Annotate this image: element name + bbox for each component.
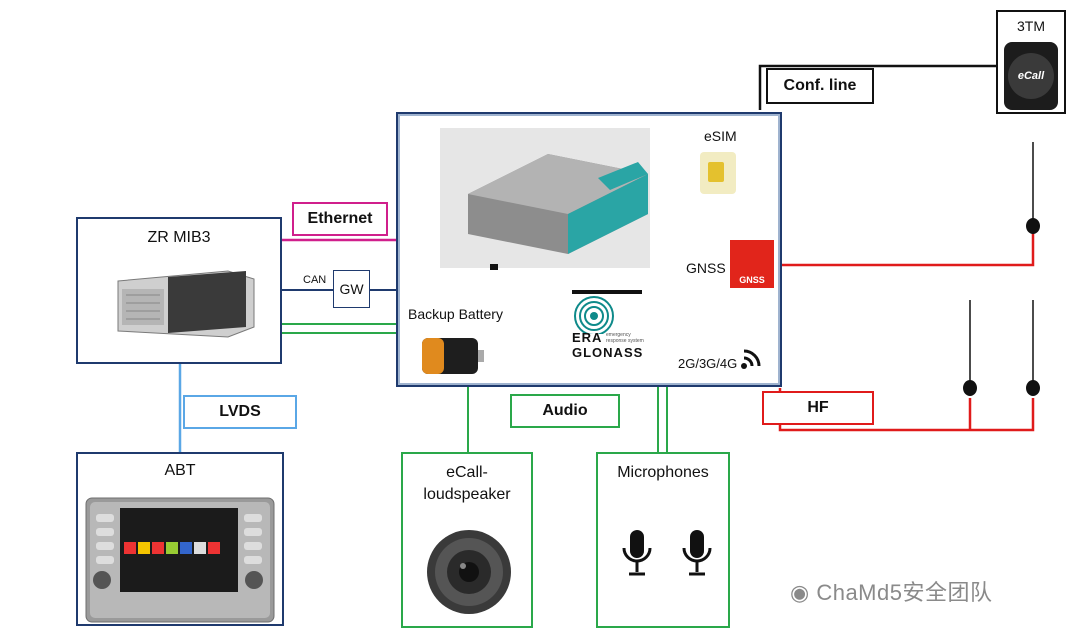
ethernet-tag: Ethernet [292, 202, 388, 236]
hf-tag: HF [762, 391, 874, 425]
era-line2: GLONASS [572, 345, 644, 360]
gw-label: GW [339, 281, 364, 297]
radio-unit-icon [85, 497, 275, 623]
ecall-loudspeaker-title-2: loudspeaker [423, 486, 511, 503]
zr-mib3-box: ZR MIB3 [76, 217, 282, 364]
3tm-box: 3TM eCall [996, 10, 1066, 114]
can-label: CAN [303, 274, 327, 286]
conf-line-tag: Conf. line [766, 68, 874, 104]
microphones-box: Microphones [596, 452, 730, 628]
gnss-badge-icon: GNSS [730, 240, 774, 288]
conf-line [758, 64, 998, 110]
telematics-unit-icon [440, 128, 650, 270]
lvds-tag: LVDS [183, 395, 297, 429]
abt-box: ABT [76, 452, 284, 626]
microphone-icon [682, 530, 712, 576]
conf-line-label: Conf. line [783, 77, 857, 94]
cellular-label: 2G/3G/4G [678, 356, 738, 371]
gnss-badge-label: GNSS [739, 275, 765, 285]
ethernet-label: Ethernet [307, 210, 373, 227]
era-glonass-signal-icon [572, 290, 642, 334]
esim-label: eSIM [704, 128, 737, 144]
era-glonass-logo: ERA emergency response system GLONASS [572, 290, 652, 366]
ecall-loudspeaker-box: eCall- loudspeaker [401, 452, 533, 628]
watermark-icon: ◉ [790, 580, 810, 605]
ecall-button-label: eCall [1017, 70, 1045, 82]
era-small-text: emergency response system [606, 332, 644, 344]
3tm-title: 3TM [1017, 18, 1045, 34]
audio-label: Audio [542, 402, 588, 419]
head-unit-device-icon [117, 270, 255, 338]
gnss-label: GNSS [686, 260, 726, 276]
microphone-icon [622, 530, 652, 576]
watermark-label: ChaMd5安全团队 [816, 580, 993, 605]
microphone-icons [622, 530, 712, 576]
zr-mib3-title: ZR MIB3 [147, 229, 211, 246]
battery-icon [422, 338, 484, 374]
backup-battery-label: Backup Battery [408, 306, 503, 322]
lvds-label: LVDS [219, 403, 261, 420]
wireless-signal-icon [741, 349, 761, 369]
sim-card-icon [700, 152, 736, 194]
hf-label: HF [807, 399, 829, 416]
gnss-antenna-line [780, 232, 1035, 267]
hf-antenna-icon [963, 300, 977, 396]
microphones-title: Microphones [617, 464, 709, 481]
ecall-loudspeaker-title-1: eCall- [446, 464, 488, 481]
central-telematics-box: eSIM GNSS GNSS Backup Battery ERA emerge… [396, 112, 782, 387]
gnss-antenna-icon [1026, 142, 1040, 234]
hf-antenna-icon [1026, 300, 1040, 396]
watermark: ◉ ChaMd5安全团队 [790, 575, 992, 607]
abt-title: ABT [164, 462, 196, 479]
gw-box: GW [333, 270, 370, 308]
loudspeaker-icon [427, 530, 511, 614]
era-line1: ERA [572, 330, 603, 345]
ecall-button-icon: eCall [1004, 42, 1058, 110]
audio-tag: Audio [510, 394, 620, 428]
